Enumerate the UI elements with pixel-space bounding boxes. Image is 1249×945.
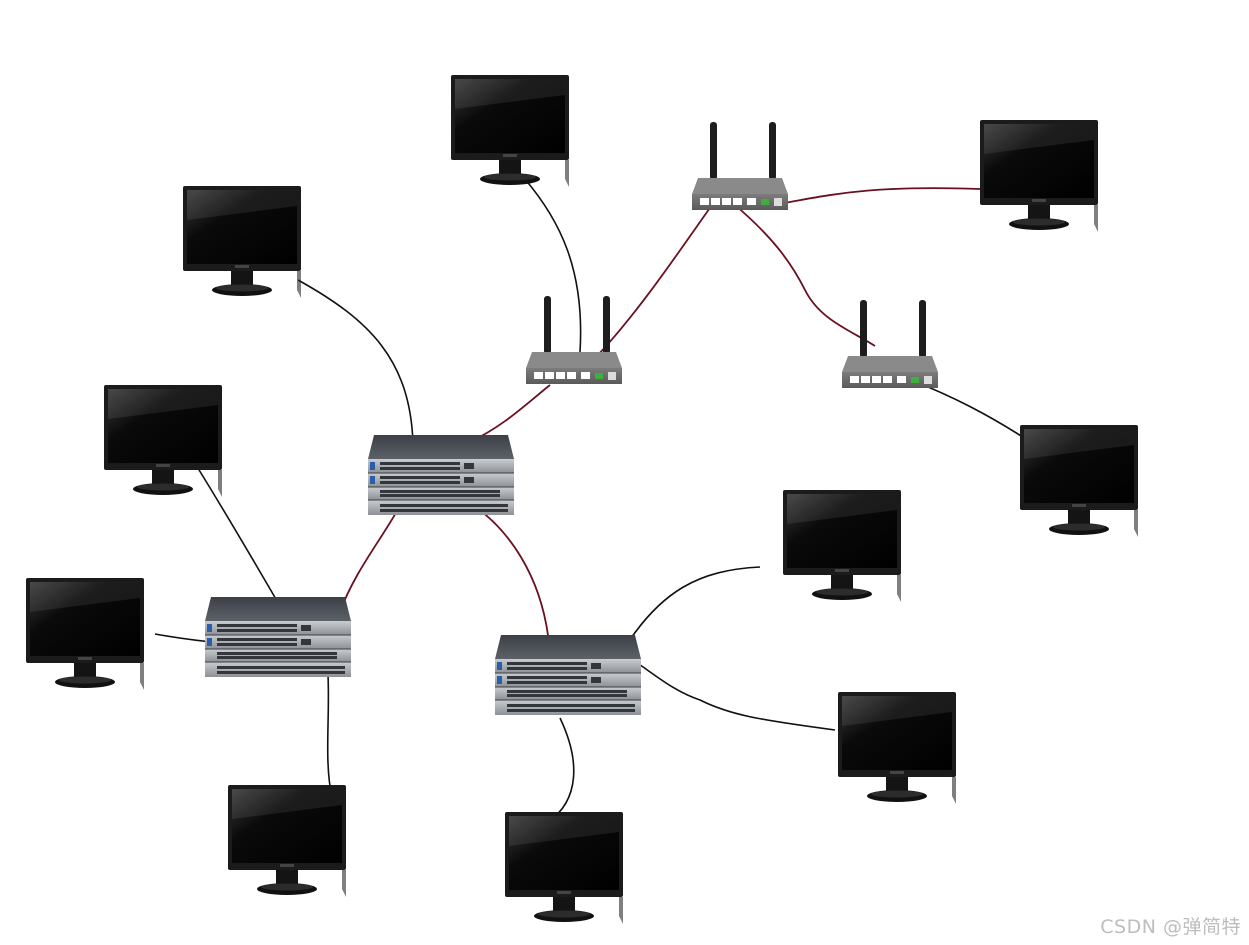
pc-5 [104,385,222,497]
devices-layer [26,75,1138,924]
link-switch-core-to-switch-right [467,501,551,656]
link-pc-10-to-switch-right [547,717,575,823]
link-router-2-to-router-3 [734,204,876,347]
switch-right [494,634,642,716]
pc-8 [783,490,901,602]
link-switch-core-to-router-1 [469,384,551,443]
switch-left [204,596,352,678]
link-pc-9-to-switch-right [624,654,836,731]
wireless-router-icon [692,122,788,210]
pc-7 [228,785,346,897]
link-router-1-to-router-2 [597,204,713,356]
router-1 [526,296,622,384]
wireless-router-icon [526,296,622,384]
switch-core [367,434,515,516]
pc-2 [980,120,1098,232]
link-pc-1-to-router-1 [523,177,582,353]
link-pc-4-to-switch-core [297,279,414,444]
pc-4 [183,186,301,298]
pc-1 [451,75,569,187]
network-switch-icon [204,596,352,678]
links-layer [154,177,1036,823]
monitor-icon [183,186,301,298]
pc-10 [505,812,623,924]
monitor-icon [505,812,623,924]
pc-6 [26,578,144,690]
link-router-3-to-pc-3 [905,377,1036,446]
link-router-2-to-pc-2 [783,187,981,204]
pc-3 [1020,425,1138,537]
monitor-icon [451,75,569,187]
wireless-router-icon [842,300,938,388]
link-pc-7-to-switch-left [326,674,333,799]
router-3 [842,300,938,388]
monitor-icon [104,385,222,497]
network-switch-icon [494,634,642,716]
monitor-icon [228,785,346,897]
monitor-icon [980,120,1098,232]
monitor-icon [26,578,144,690]
link-pc-8-to-switch-right [621,566,761,653]
router-2 [692,122,788,210]
pc-9 [838,692,956,804]
link-switch-core-to-switch-left [339,501,403,613]
monitor-icon [783,490,901,602]
network-switch-icon [367,434,515,516]
monitor-icon [1020,425,1138,537]
watermark-text: CSDN @弹简特 [1100,916,1241,938]
monitor-icon [838,692,956,804]
